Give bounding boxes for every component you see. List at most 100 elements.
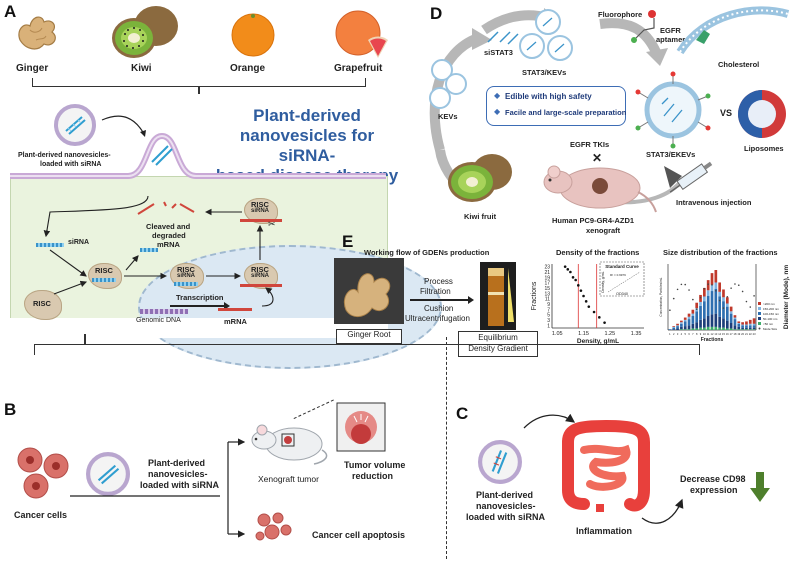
density-y-tick: 19 [544,275,550,281]
size-bar-segment [718,291,721,297]
density-point [587,305,591,308]
panel-b-vesicle-icon [86,452,130,496]
kiwi-illustration [112,6,178,58]
size-bar-segment [714,282,718,289]
tumor-reduction-label-1: Tumor volume [344,460,406,470]
mode-size-point [680,283,683,286]
sirna-label: siRNA [68,239,90,246]
stat3-kevs-cluster [519,9,573,61]
loaded-vesicle-icon [54,104,96,146]
size-bar-segment [748,327,752,330]
size-x-tick: 21 [745,332,748,336]
size-bar-segment [687,313,691,317]
size-bar-segment [725,328,729,330]
size-bar-segment [703,287,706,297]
size-x-tick: 7 [692,332,694,336]
size-legend-label: 50-100 nm [763,317,778,321]
density-point [582,294,585,298]
size-bar-segment [703,301,706,319]
transcription-arrowhead [224,302,230,310]
risc-complex-1 [88,263,122,289]
transcription-label: Transcription [176,293,224,302]
standard-curve-fit [607,271,641,293]
density-point [603,321,606,324]
size-bar-segment [752,327,756,330]
size-bar-segment [741,324,744,326]
mode-size-point [676,288,679,291]
size-bar-segment [683,319,687,322]
feature-1: Edible with high safety [505,92,592,101]
size-bar-segment [710,291,714,315]
size-bar-segment [718,282,721,292]
density-x-label: Density, g/mL [577,338,619,345]
liposomes-label: Liposomes [744,144,784,153]
mode-size-point [734,283,736,285]
feature-2: Facile and large-scale preparation [505,108,627,117]
density-y-tick: 13 [544,291,550,297]
density-y-tick: 15 [544,286,550,292]
mode-size-point [692,298,694,301]
risc-sirna-label-2: siRNA [177,273,196,279]
size-bar-segment [687,325,691,330]
size-bar-segment [722,318,725,328]
apoptotic-cells-illustration [255,512,292,541]
cleaved-mrna-fragments [137,201,195,215]
size-bar-segment [710,314,714,327]
size-bar-segment [729,311,733,314]
size-bar-segment [683,326,687,330]
size-bar-segment [733,317,737,320]
size-bar-segment [680,329,683,330]
ginger-root-label: Ginger Root [347,330,391,339]
risc-label-free: RISC [33,299,51,308]
density-y-tick: 23 [544,265,550,271]
size-bar-segment [733,329,737,330]
size-x-tick: 14 [718,332,721,336]
size-x-tick: 23 [753,332,756,336]
fruit-bracket-stem [198,86,200,94]
size-x-tick: 1 [669,332,671,336]
size-y-label: Concentration, Particles/mL [659,277,663,316]
ginger-root-label-box: Ginger Root [336,329,402,344]
size-chart-title: Size distribution of the fractions [663,248,778,257]
syringe-icon [669,161,713,193]
cholesterol-label: Cholesterol [718,60,760,69]
mode-size-point [730,287,732,289]
sirna-strand [36,243,64,247]
mode-size-point [749,306,752,308]
mode-size-point [688,289,690,291]
size-y2-label: Diameter (Mode), nm [783,265,790,330]
size-bar-segment [683,317,687,320]
scissors-icon: ✂ [268,219,276,229]
size-bar-segment [695,311,699,323]
size-bar-segment [676,328,679,330]
size-x-tick: 12 [711,332,714,336]
size-bar-segment [672,326,676,327]
density-y-tick: 7 [547,307,550,313]
size-bar-segment [741,329,744,330]
risc-4-mrna [240,219,282,222]
sistat3-label: siSTAT3 [484,48,513,57]
arrow-to-membrane [101,115,146,137]
panel-c-arrows [523,413,684,524]
decrease-label-1: Decrease CD98 [680,474,746,484]
mode-size-point [711,284,713,286]
risc-label-4: RISC [251,200,269,209]
panel-c-vesicle-line2: nanovesicles- [476,501,536,511]
density-point [566,268,570,271]
size-bar-segment [691,309,695,314]
size-bar-segment [680,323,683,327]
inflammation-label: Inflammation [576,526,633,536]
panel-c-vesicle-line1: Plant-derived [476,490,534,500]
size-bar-segment [722,327,725,330]
kiwi-fruit-illustration [448,154,512,202]
density-point [579,289,583,292]
size-bar-segment [672,326,676,328]
panel-label-c: C [456,404,469,423]
size-bar-segment [733,319,737,326]
density-point [569,270,572,274]
density-y-tick: 3 [547,318,550,324]
size-bar-segment [725,303,729,307]
size-bar-segment [691,315,695,324]
risc-1-sirna [92,278,116,282]
